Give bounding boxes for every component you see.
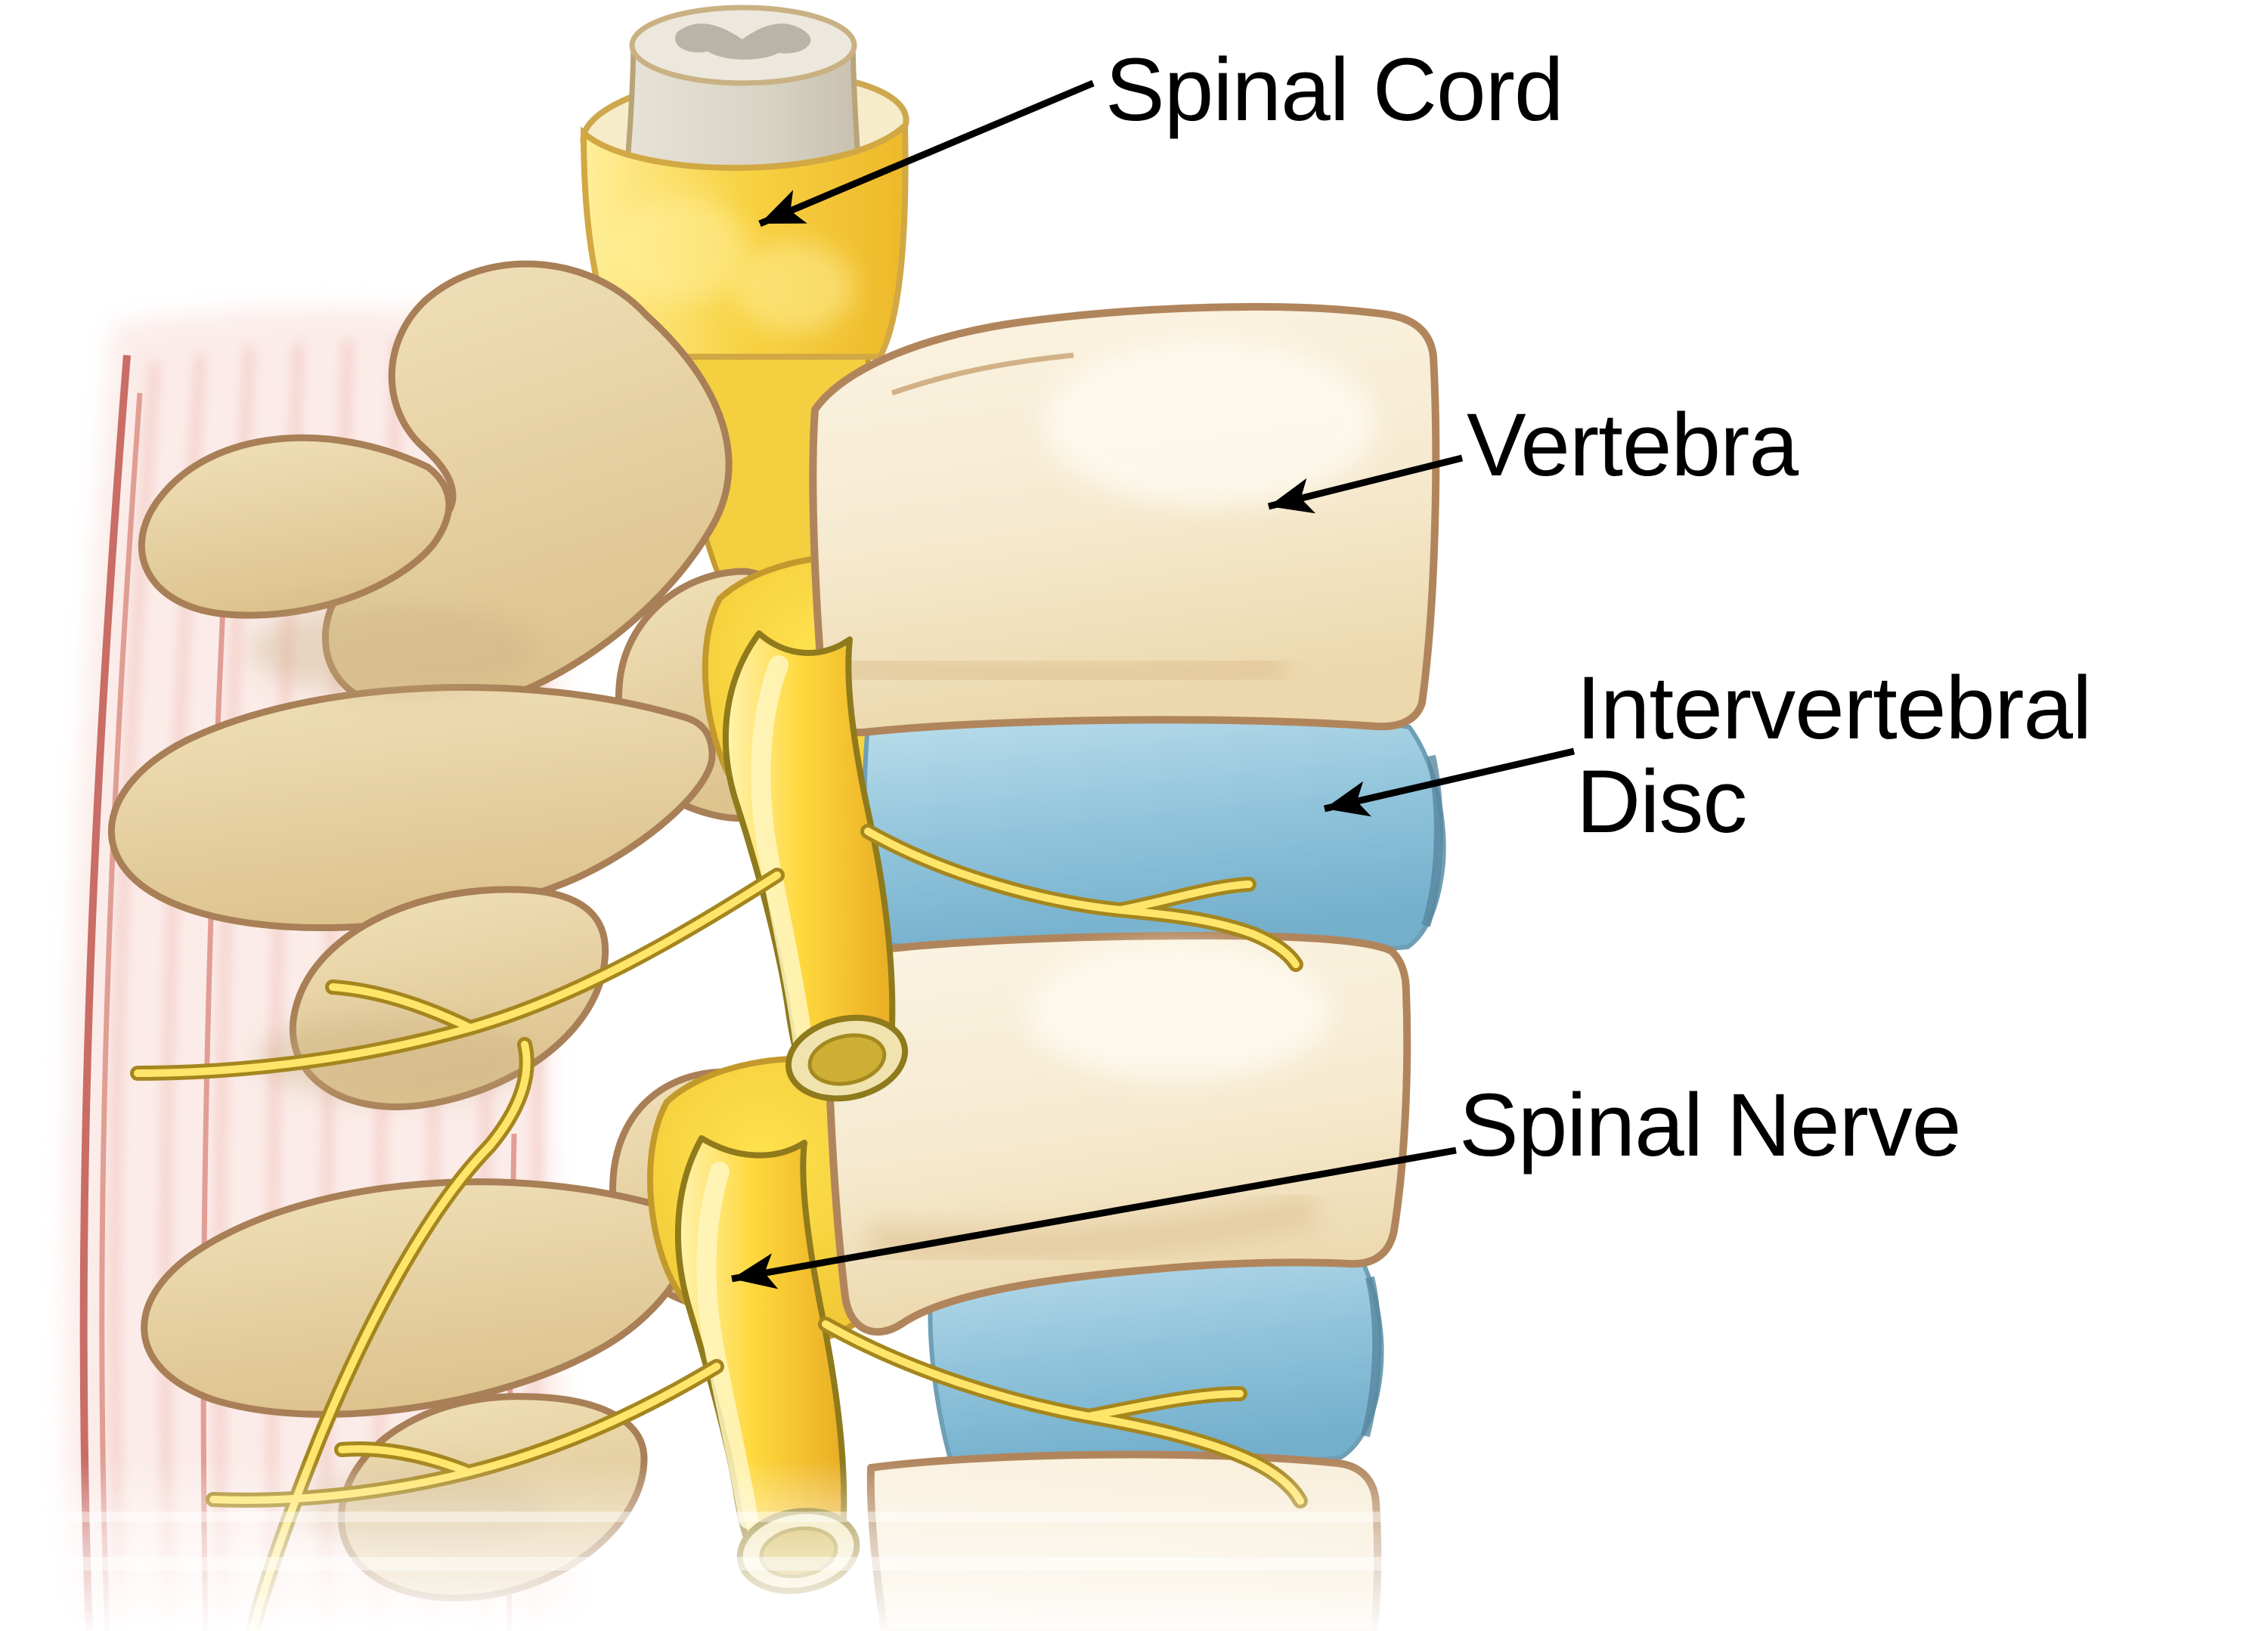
label-spinal-nerve: Spinal Nerve	[1459, 1075, 1962, 1175]
label-intervertebral-disc-line2: Disc	[1576, 751, 1747, 852]
spinal-nerve-arrow	[731, 1147, 1457, 1289]
vertebra-2-highlight	[1028, 945, 1331, 1081]
label-vertebra: Vertebra	[1467, 395, 1799, 495]
vertebral-bodies	[809, 302, 1440, 1631]
vertebra-1-highlight	[1043, 340, 1376, 506]
muscle-edge-line	[79, 354, 131, 1631]
disc-2-edge	[1361, 1276, 1382, 1438]
bottom-fade	[0, 1459, 2268, 1631]
label-intervertebral-disc-line1: Intervertebral	[1576, 658, 2092, 758]
grey-matter-butterfly	[674, 23, 811, 60]
nerve-1-cut-end	[785, 1014, 909, 1102]
sheath-highlight	[733, 242, 854, 333]
spinal-cord-arrow	[758, 79, 1095, 227]
vertebra-1-crease	[891, 352, 1074, 396]
sheath-highlight	[612, 197, 748, 302]
vertebra-1-shading	[837, 648, 1287, 694]
vertebra-arrow	[1267, 454, 1464, 514]
label-intervertebral-disc: Intervertebral Disc	[1576, 658, 2092, 852]
intervertebral-disc-arrow	[1323, 747, 1576, 817]
annotation-arrows	[731, 79, 1576, 1289]
transverse-process-1	[138, 434, 453, 619]
label-spinal-cord: Spinal Cord	[1105, 40, 1564, 140]
disc-1-edge	[1421, 754, 1443, 927]
